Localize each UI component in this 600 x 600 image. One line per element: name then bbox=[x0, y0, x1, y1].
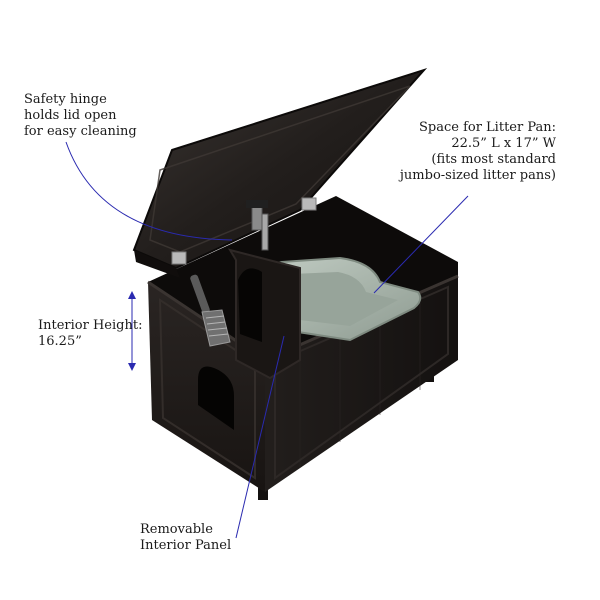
callout-line: Interior Panel bbox=[140, 538, 232, 553]
wood-grain bbox=[299, 293, 421, 468]
callout-interior-height: Interior Height: 16.25” bbox=[38, 318, 142, 350]
callout-line: Safety hinge bbox=[24, 92, 107, 107]
cat-door-icon bbox=[198, 366, 234, 430]
hinge-pointer bbox=[65, 141, 233, 241]
cabinet-lid bbox=[132, 67, 428, 270]
callout-line: 22.5” L x 17” W bbox=[451, 136, 556, 151]
front-foot bbox=[258, 482, 268, 500]
space-pointer bbox=[373, 195, 469, 294]
scoop-icon bbox=[190, 274, 231, 347]
panel-cutout bbox=[238, 268, 262, 342]
callout-line: Removable bbox=[140, 522, 213, 537]
callout-line: Interior Height: bbox=[38, 318, 143, 333]
panel-pointer bbox=[235, 335, 285, 539]
height-arrows bbox=[128, 291, 136, 371]
callout-removable-panel: Removable Interior Panel bbox=[140, 522, 231, 554]
callout-safety-hinge: Safety hinge holds lid open for easy cle… bbox=[24, 92, 137, 140]
callout-line: 16.25” bbox=[38, 334, 82, 349]
callout-line: Space for Litter Pan: bbox=[418, 120, 556, 135]
latch-icon bbox=[246, 200, 269, 251]
callout-line: for easy cleaning bbox=[24, 124, 137, 139]
callout-line: holds lid open bbox=[24, 108, 117, 123]
callout-litter-pan-space: Space for Litter Pan: 22.5” L x 17” W (f… bbox=[400, 120, 556, 184]
hinge-icon bbox=[171, 197, 317, 265]
cabinet-right-face bbox=[265, 276, 458, 492]
pointer-lines bbox=[65, 141, 469, 539]
callout-line: jumbo-sized litter pans) bbox=[399, 168, 556, 183]
callout-line: (fits most standard bbox=[431, 152, 556, 167]
